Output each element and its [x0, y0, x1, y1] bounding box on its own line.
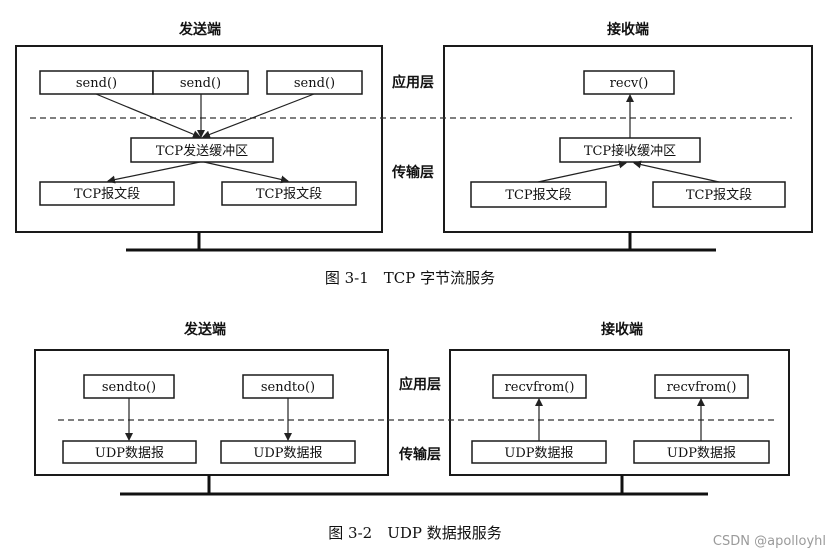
tcp-send-arrow	[95, 93, 201, 139]
udp-figure-caption: 图 3-2 UDP 数据报服务	[328, 524, 501, 542]
tcp-recv-segment	[652, 181, 786, 208]
udp-sendto-label: sendto()	[261, 380, 315, 395]
udp-sender-title: 发送端	[183, 321, 226, 338]
tcp-figure-caption: 图 3-1 TCP 字节流服务	[325, 269, 495, 287]
udp-transport-layer-label: 传输层	[398, 446, 441, 463]
udp-sendto-label: sendto()	[102, 380, 156, 395]
udp-recv-datagram-label: UDP数据报	[504, 446, 573, 461]
tcp-send-arrow	[202, 93, 315, 139]
tcp-send-call-box	[266, 70, 363, 95]
tcp-app-layer-label: 应用层	[392, 74, 434, 91]
tcp-send-call-label: send()	[180, 76, 221, 91]
tcp-send-call-label: send()	[76, 76, 117, 91]
tcp-merge-arrow	[537, 160, 627, 183]
tcp-recv-segment-label: TCP报文段	[686, 188, 752, 203]
udp-send-datagram	[62, 440, 197, 464]
tcp-recv-call-label: recv()	[610, 76, 649, 91]
udp-recvfrom-label: recvfrom()	[667, 380, 737, 395]
udp-send-datagram-label: UDP数据报	[95, 446, 164, 461]
watermark: CSDN @apolloyhl	[713, 534, 826, 549]
udp-send-datagram	[220, 440, 356, 464]
tcp-send-segment	[221, 181, 357, 206]
udp-recv-datagram-label: UDP数据报	[667, 446, 736, 461]
udp-receiver-title: 接收端	[601, 321, 643, 338]
tcp-receiver-title: 接收端	[607, 21, 649, 38]
tcp-send-segment-label: TCP报文段	[74, 187, 140, 202]
tcp-recv-segment-label: TCP报文段	[505, 188, 571, 203]
tcp-recv-buffer-label: TCP接收缓冲区	[584, 143, 676, 159]
tcp-send-buffer	[130, 137, 274, 163]
udp-app-layer-label: 应用层	[399, 376, 441, 393]
tcp-send-segment-label: TCP报文段	[256, 187, 322, 202]
tcp-sender-title: 发送端	[178, 21, 221, 38]
udp-recvfrom-label: recvfrom()	[505, 380, 575, 395]
udp-receiver-host	[449, 349, 790, 476]
tcp-split-arrow	[203, 161, 289, 184]
tcp-send-segment	[39, 181, 175, 206]
tcp-split-arrow	[107, 161, 201, 184]
tcp-send-call-label: send()	[294, 76, 335, 91]
udp-send-datagram-label: UDP数据报	[253, 446, 322, 461]
tcp-merge-arrow	[633, 160, 720, 183]
tcp-send-buffer-label: TCP发送缓冲区	[156, 143, 248, 159]
udp-sender-host	[34, 349, 389, 476]
tcp-receiver-host	[443, 45, 813, 233]
tcp-figure: 发送端 接收端 应用层 传输层 send() send() send() TCP…	[15, 21, 813, 287]
tcp-transport-layer-label: 传输层	[391, 164, 434, 181]
udp-figure: 发送端 接收端 应用层 传输层 sendto() sendto() UDP数据报…	[34, 321, 790, 542]
